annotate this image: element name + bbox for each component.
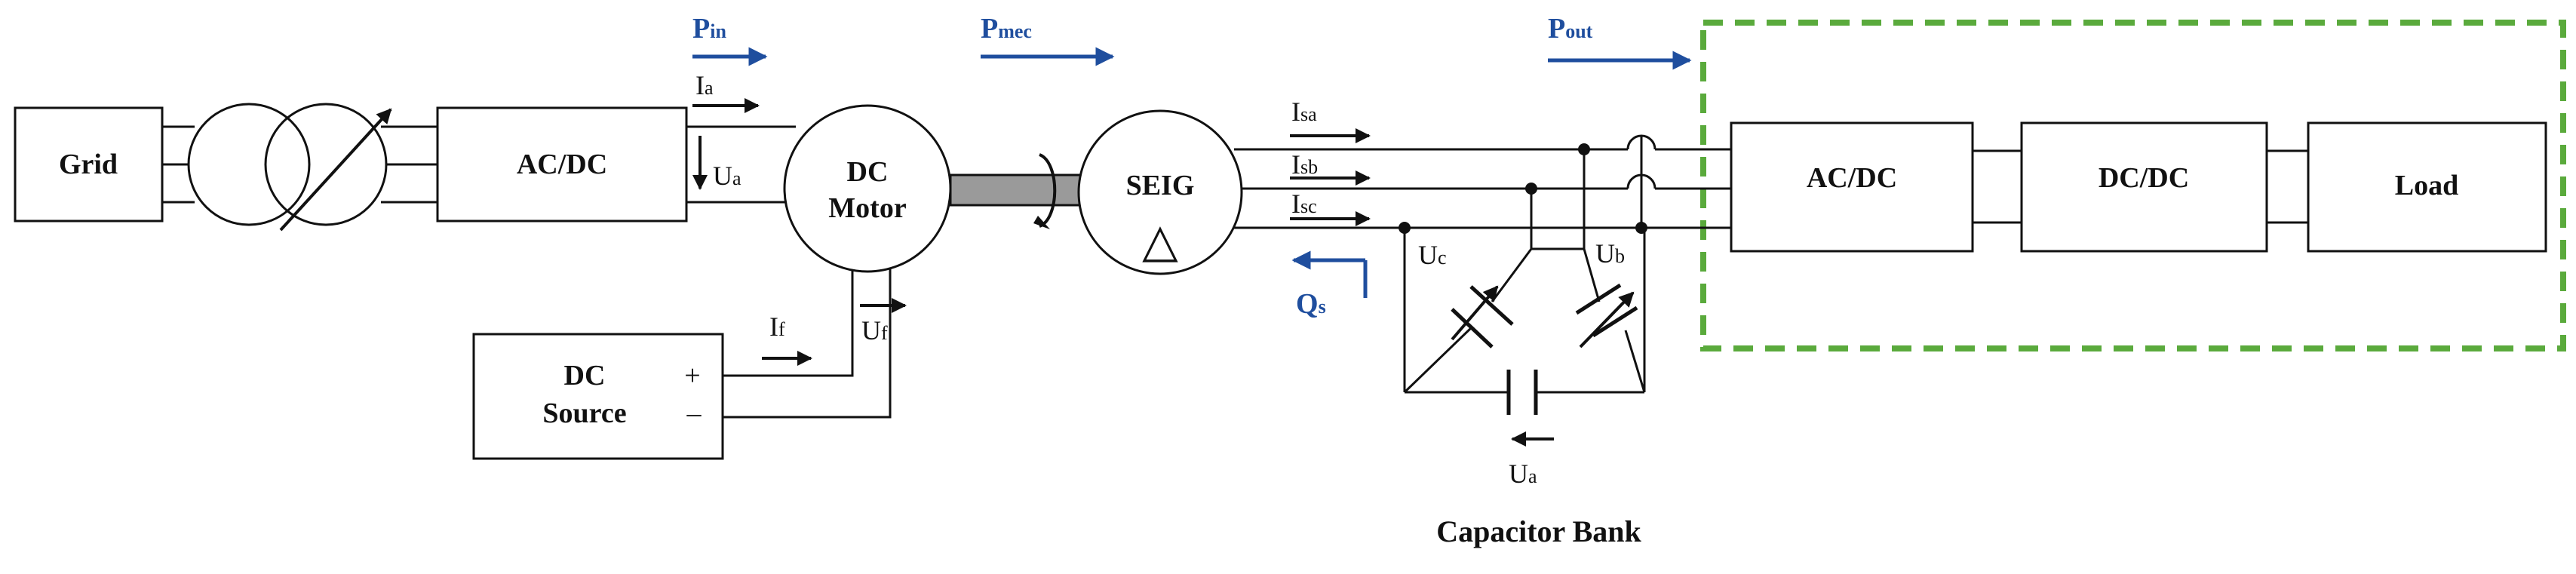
capacitor-bank-label: Capacitor Bank — [1436, 514, 1641, 548]
pmec-label: Pmec — [981, 13, 1032, 45]
variable-transformer-icon — [187, 103, 392, 232]
dcdc-label: DC/DC — [2099, 162, 2189, 194]
delta-connection-icon: △ — [1142, 216, 1178, 267]
ua-motor-label: Ua — [713, 161, 741, 191]
uc-label: Uc — [1418, 240, 1447, 270]
dc-motor-label-line1: DC — [847, 156, 889, 188]
dc-source-minus: – — [686, 398, 702, 429]
seig-label: SEIG — [1126, 170, 1195, 201]
isa-label: Isa — [1291, 97, 1317, 127]
dc-source-plus: + — [684, 360, 700, 391]
if-label: If — [769, 312, 785, 342]
dcdc-block — [2020, 121, 2268, 253]
dc-source-label-line1: DC — [564, 360, 606, 391]
ia-label: Ia — [695, 70, 714, 100]
dc-source-block — [472, 333, 724, 460]
rotation-arrow-icon — [1033, 153, 1057, 229]
isb-label: Isb — [1291, 149, 1318, 180]
ua-cap-label: Ua — [1509, 459, 1537, 489]
qs-label: Qs — [1296, 288, 1326, 320]
dc-source-label-line2: Source — [542, 398, 626, 429]
acdc-output-block — [1730, 121, 1974, 253]
load-block — [2307, 121, 2547, 253]
grid-label: Grid — [59, 149, 118, 180]
uf-label: Uf — [861, 315, 888, 345]
pout-label: Pout — [1548, 13, 1593, 45]
pin-label: Pin — [692, 13, 726, 45]
acdc-output-label: AC/DC — [1807, 162, 1897, 194]
capacitor-bank — [1403, 248, 1646, 415]
acdc-input-label: AC/DC — [517, 149, 607, 180]
acdc-input-block — [436, 106, 688, 223]
ub-label: Ub — [1595, 238, 1625, 269]
dc-motor — [783, 104, 952, 273]
load-label: Load — [2395, 170, 2458, 201]
isc-label: Isc — [1291, 189, 1317, 219]
load-side-dashed-boundary — [1700, 20, 2566, 351]
seig — [1077, 109, 1243, 275]
dc-motor-label-line2: Motor — [828, 192, 907, 224]
mechanical-shaft — [949, 173, 1088, 207]
